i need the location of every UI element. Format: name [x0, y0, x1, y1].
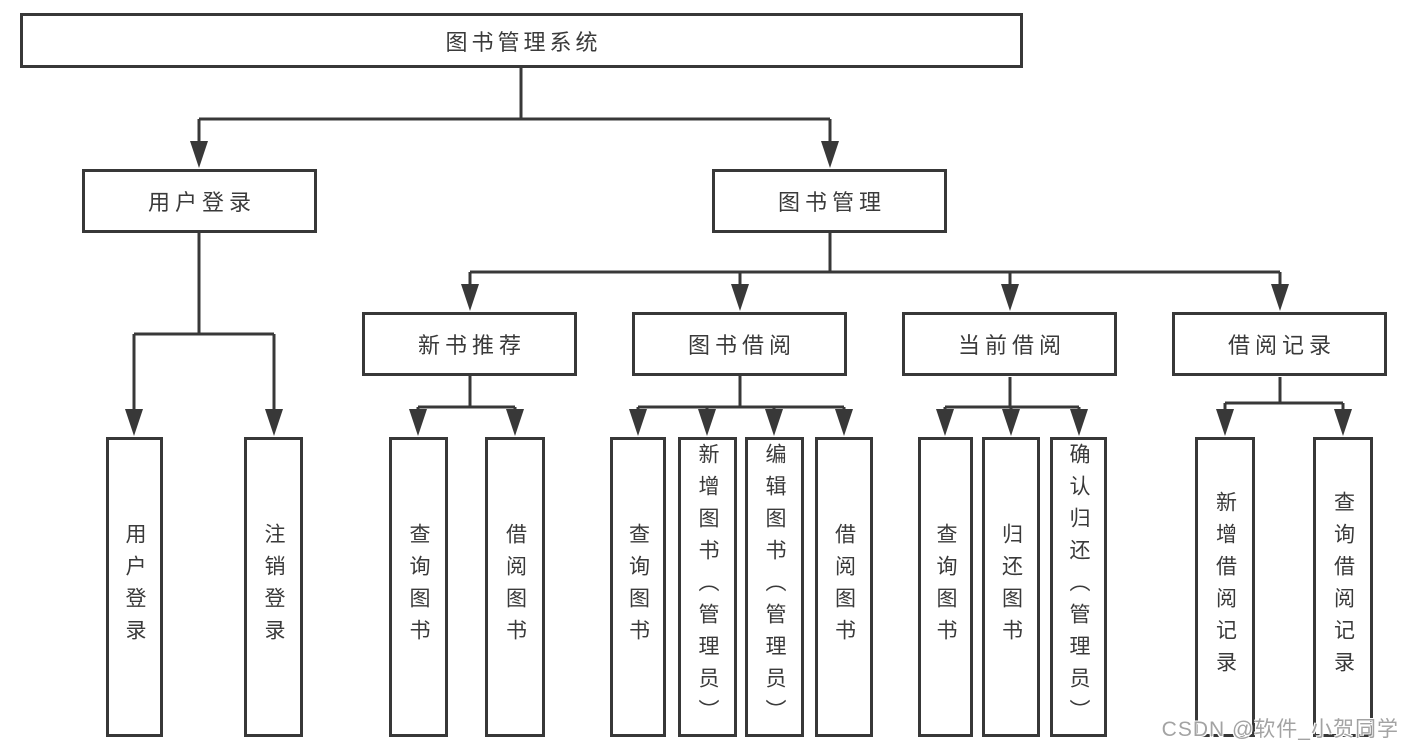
node-label: 图书管理 [777, 190, 886, 215]
arrow-down-icon [1334, 409, 1352, 436]
arrow-down-icon [1001, 284, 1019, 311]
node-label: 图书管理系统 [445, 29, 602, 55]
arrow-down-icon [409, 409, 427, 436]
leaf-logout: 注销登录 [244, 437, 303, 737]
leaf-label: 注销登录 [262, 523, 285, 651]
leaf-query-book-current: 查询图书 [918, 437, 973, 737]
leaf-label: 查询图书 [407, 523, 430, 651]
arrow-down-icon [698, 409, 716, 436]
arrow-down-icon [265, 409, 283, 436]
leaf-borrow-book: 借阅图书 [815, 437, 873, 737]
csdn-watermark: CSDN @软件_小贺同学 [1161, 718, 1399, 741]
arrow-down-icon [1070, 409, 1088, 436]
node-label: 借阅记录 [1227, 333, 1336, 358]
arrow-down-icon [1216, 409, 1234, 436]
node-user-login: 用户登录 [82, 169, 317, 233]
connector-shafts [132, 68, 1345, 414]
node-label: 当前借阅 [957, 333, 1066, 358]
node-new-book-recommend: 新书推荐 [362, 312, 577, 376]
arrow-down-icon [765, 409, 783, 436]
arrow-down-icon [835, 409, 853, 436]
arrow-down-icon [506, 409, 524, 436]
arrow-down-icon [461, 284, 479, 311]
leaf-label: 用户登录 [123, 523, 146, 651]
node-label: 新书推荐 [417, 333, 526, 358]
leaf-label: 编辑图书（管理员） [763, 443, 786, 731]
arrow-down-icon [190, 141, 208, 168]
node-borrow-records: 借阅记录 [1172, 312, 1387, 376]
leaf-borrow-book-recommend: 借阅图书 [485, 437, 545, 737]
leaf-query-borrow-record: 查询借阅记录 [1313, 437, 1373, 737]
node-label: 图书借阅 [687, 333, 796, 358]
leaf-edit-book-admin: 编辑图书（管理员） [745, 437, 804, 737]
arrow-down-icon [1002, 409, 1020, 436]
leaf-query-book-recommend: 查询图书 [389, 437, 448, 737]
leaf-label: 新增借阅记录 [1213, 491, 1237, 683]
leaf-confirm-return-admin: 确认归还（管理员） [1050, 437, 1107, 737]
arrow-down-icon [629, 409, 647, 436]
leaf-add-book-admin: 新增图书（管理员） [678, 437, 737, 737]
leaf-label: 新增图书（管理员） [696, 443, 719, 731]
leaf-label: 确认归还（管理员） [1067, 443, 1090, 731]
arrow-down-icon [821, 141, 839, 168]
node-library-management-system: 图书管理系统 [20, 13, 1023, 68]
node-current-borrowing: 当前借阅 [902, 312, 1117, 376]
arrow-down-icon [125, 409, 143, 436]
leaf-label: 归还图书 [999, 523, 1023, 651]
leaf-label: 借阅图书 [832, 523, 856, 651]
leaf-return-book: 归还图书 [982, 437, 1040, 737]
node-label: 用户登录 [147, 190, 256, 215]
leaf-label: 查询借阅记录 [1331, 491, 1355, 683]
leaf-query-book-borrowing: 查询图书 [610, 437, 666, 737]
leaf-label: 借阅图书 [503, 523, 527, 651]
arrowheads [125, 141, 1352, 436]
leaf-user-login: 用户登录 [106, 437, 163, 737]
arrow-down-icon [936, 409, 954, 436]
node-book-management: 图书管理 [712, 169, 947, 233]
leaf-add-borrow-record: 新增借阅记录 [1195, 437, 1255, 737]
arrow-down-icon [731, 284, 749, 311]
node-book-borrowing: 图书借阅 [632, 312, 847, 376]
leaf-label: 查询图书 [934, 523, 957, 651]
arrow-down-icon [1271, 284, 1289, 311]
leaf-label: 查询图书 [626, 523, 650, 651]
